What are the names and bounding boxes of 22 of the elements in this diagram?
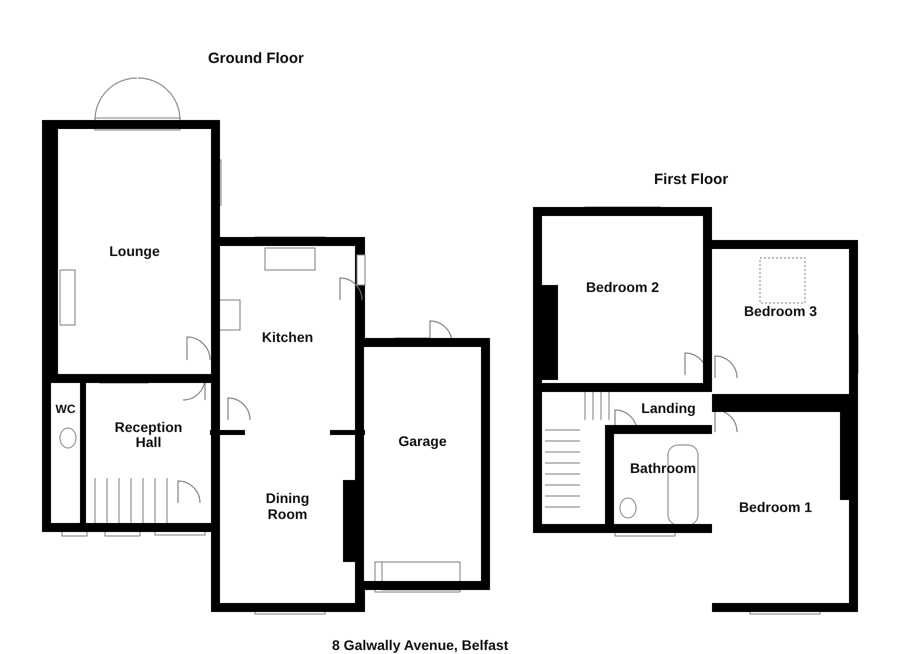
room-outline (42, 120, 220, 383)
room-outline (355, 338, 490, 590)
room-label: Lounge (109, 244, 160, 260)
room-label: Dining Room (264, 491, 310, 522)
room-label: Bedroom 1 (738, 500, 812, 516)
room-outline (533, 207, 712, 392)
room-outline (42, 383, 86, 532)
room-outline (712, 403, 858, 612)
room-label: Bedroom 3 (744, 304, 818, 320)
room-label: Landing (641, 400, 696, 416)
room-label: Kitchen (262, 330, 314, 346)
floor-heading: First Floor (654, 171, 728, 188)
room-outline (712, 240, 858, 403)
address-caption: 8 Galwally Avenue, Belfast (332, 637, 508, 653)
room-label: Bathroom (630, 461, 696, 477)
room-label: Reception Hall (114, 420, 184, 450)
floor-heading: Ground Floor (208, 50, 304, 67)
room-label: WC (56, 403, 76, 416)
room-outline (605, 425, 712, 533)
room-label: Bedroom 2 (586, 280, 660, 296)
room-label: Garage (398, 434, 447, 450)
room-outline (86, 383, 220, 532)
